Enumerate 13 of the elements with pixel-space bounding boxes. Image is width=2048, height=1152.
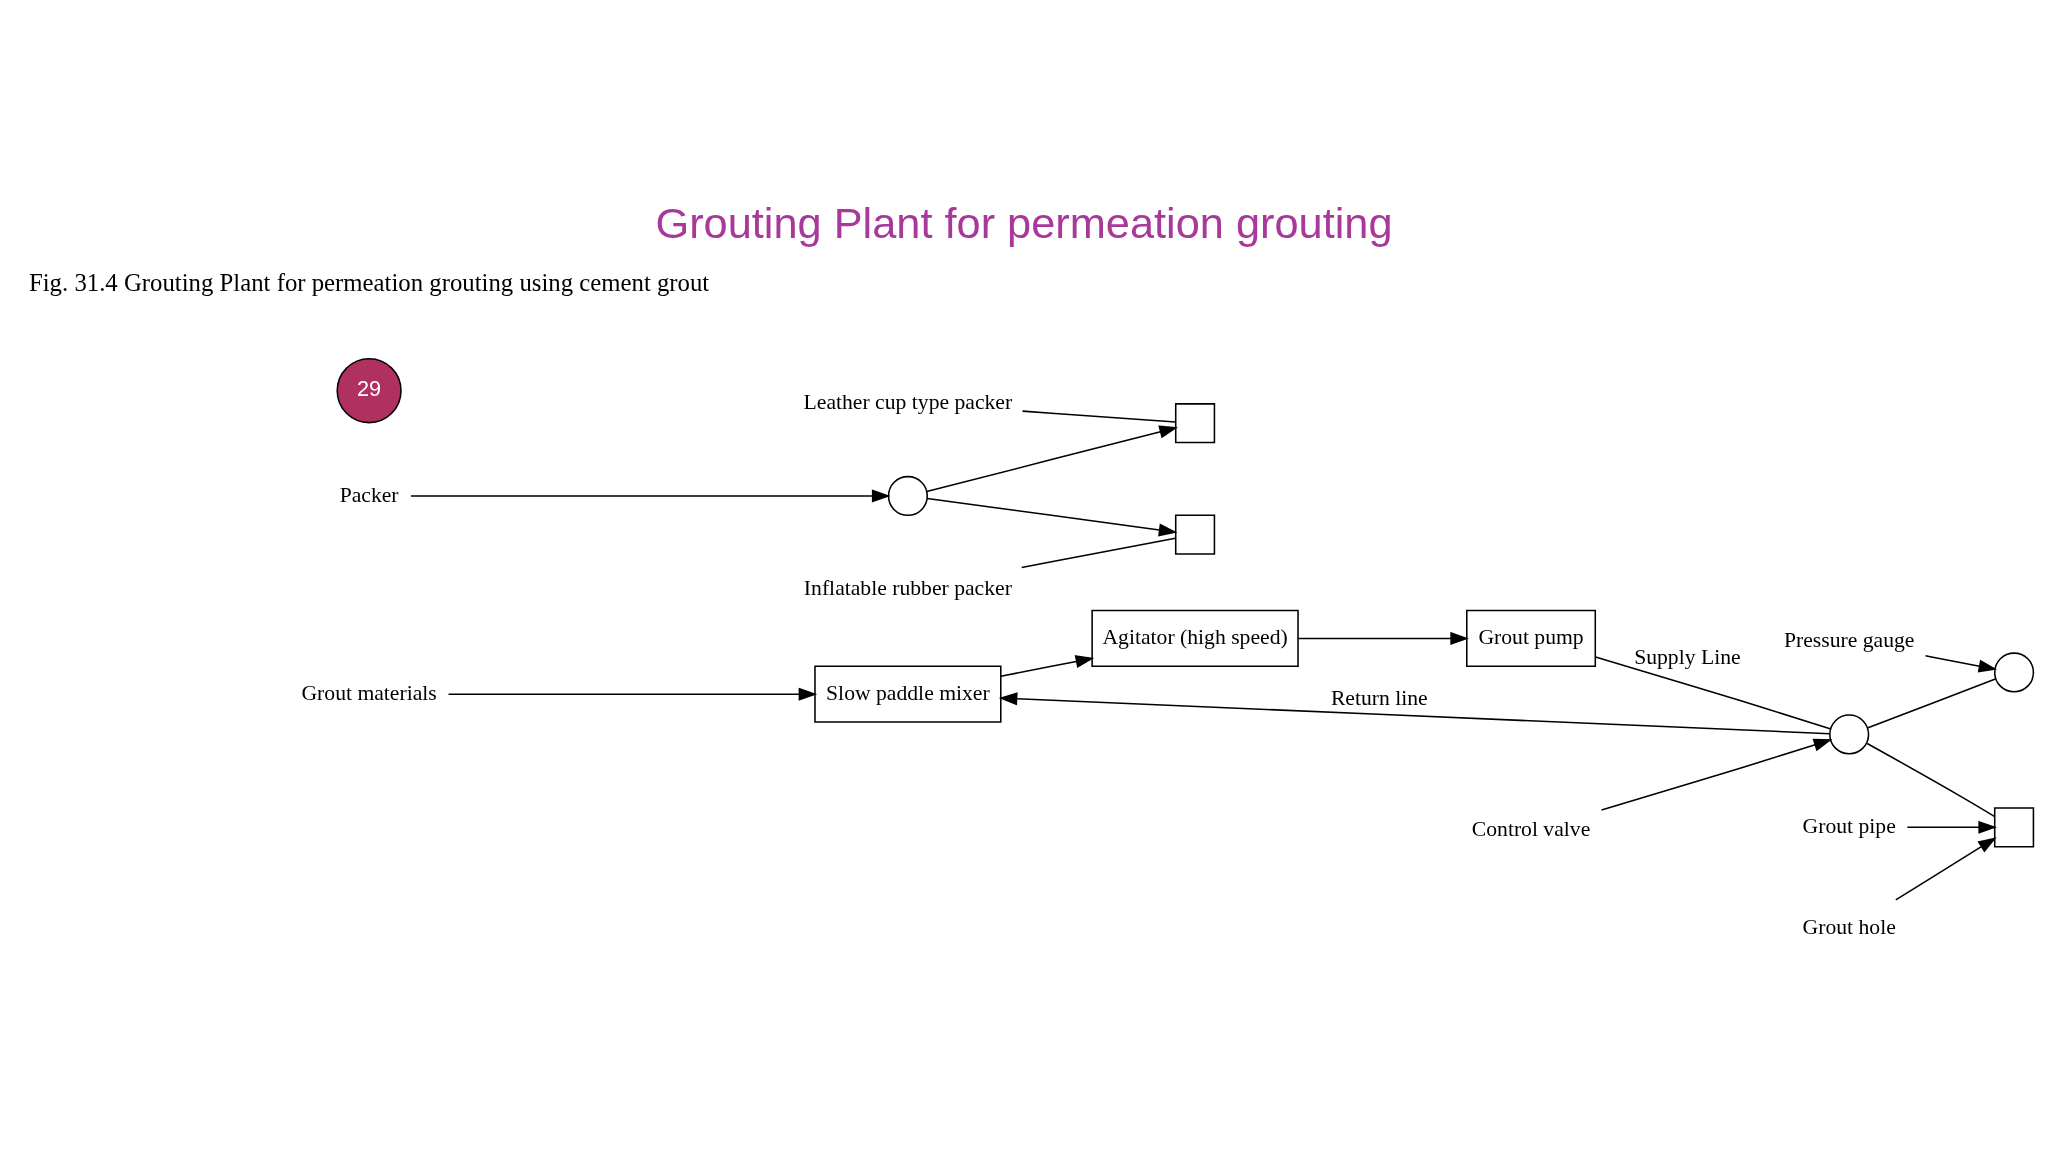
node-text: Grout pipe: [1802, 813, 1896, 838]
diagram-title: Grouting Plant for permeation grouting: [655, 198, 1393, 247]
node-text: Grout hole: [1802, 914, 1896, 939]
node-text: Control valve: [1471, 816, 1591, 841]
node-text: Packer: [339, 482, 399, 507]
node-text: Leather cup type packer: [803, 389, 1013, 414]
node-text: Inflatable rubber packer: [803, 575, 1012, 600]
node-text: Pressure gauge: [1783, 627, 1915, 652]
caption: Fig. 31.4 Grouting Plant for permeation grouting using cement grout: [28, 268, 710, 296]
label: 29: [357, 375, 382, 401]
node-text: Grout materials: [301, 680, 437, 705]
edge-label: Return line: [1330, 685, 1428, 710]
edge-label: Supply Line: [1634, 644, 1741, 669]
